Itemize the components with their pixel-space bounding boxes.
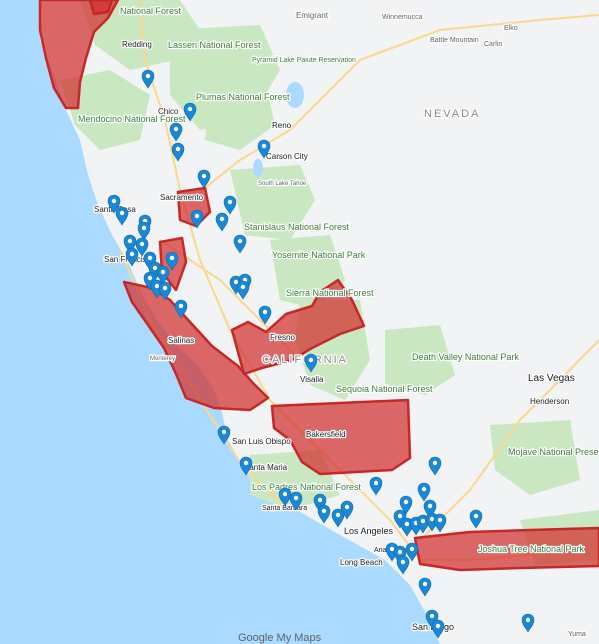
map-pin-icon[interactable]: [215, 212, 229, 232]
map-pin-icon[interactable]: [125, 247, 139, 267]
map-pin-icon[interactable]: [141, 69, 155, 89]
map-pin-icon[interactable]: [115, 206, 129, 226]
park-label-joshua-tree: Joshua Tree National Park: [478, 544, 585, 554]
highlight-region-north-tip: [88, 0, 114, 16]
city-label-santa-barbara: Santa Barbara: [262, 505, 307, 512]
map-pin-icon[interactable]: [469, 509, 483, 529]
city-label-winnemucca: Winnemucca: [382, 14, 423, 21]
map-pin-icon[interactable]: [431, 619, 445, 639]
park-label-national-forest: National Forest: [120, 6, 182, 16]
map-pin-icon[interactable]: [183, 102, 197, 122]
city-label-emigrant: Emigrant: [296, 11, 329, 20]
highlight-region-joshua-tree: [413, 526, 599, 572]
city-label-carson-city: Carson City: [266, 152, 308, 161]
lake-tahoe: [253, 159, 263, 177]
map-pin-icon[interactable]: [405, 542, 419, 562]
map-pin-icon[interactable]: [278, 487, 292, 507]
map-pin-icon[interactable]: [169, 122, 183, 142]
map-pin-icon[interactable]: [393, 509, 407, 529]
map-pin-icon[interactable]: [156, 265, 170, 285]
state-label-nevada: NEVADA: [424, 108, 480, 120]
city-label-reno: Reno: [272, 121, 292, 130]
map-pin-icon[interactable]: [313, 493, 327, 513]
map-pin-icon[interactable]: [165, 251, 179, 271]
city-label-monterey: Monterey: [150, 356, 175, 362]
park-label-stanislaus: Stanislaus National Forest: [244, 222, 350, 232]
marker-layer[interactable]: [107, 69, 535, 639]
map-pin-icon[interactable]: [158, 281, 172, 301]
map-pin-icon[interactable]: [521, 613, 535, 633]
park-label-los-padres: Los Padres National Forest: [252, 482, 362, 492]
city-label-carlin: Carlin: [484, 41, 502, 48]
map-pin-icon[interactable]: [135, 237, 149, 257]
map-pin-icon[interactable]: [239, 456, 253, 476]
park-label-mojave: Mojave National Preserve: [508, 447, 599, 457]
map-pin-icon[interactable]: [174, 299, 188, 319]
map-pin-icon[interactable]: [396, 555, 410, 575]
city-label-elko: Elko: [504, 25, 518, 32]
city-label-redding: Redding: [122, 40, 152, 49]
map-pin-icon[interactable]: [197, 169, 211, 189]
map-pin-icon[interactable]: [418, 577, 432, 597]
city-label-south-lake-tahoe: South Lake Tahoe: [258, 181, 307, 187]
pyramid-lake: [286, 82, 304, 108]
map-pin-icon[interactable]: [223, 195, 237, 215]
park-label-lassen: Lassen National Forest: [168, 40, 261, 50]
map-pin-icon[interactable]: [236, 280, 250, 300]
park-label-pyramid-lake: Pyramid Lake Paiute Reservation: [252, 57, 356, 64]
city-label-visalia: Visalia: [300, 375, 324, 384]
city-label-san-luis-obispo: San Luis Obispo: [232, 437, 291, 446]
map-pin-icon[interactable]: [289, 491, 303, 511]
map-pin-icon[interactable]: [217, 425, 231, 445]
map-pin-icon[interactable]: [428, 456, 442, 476]
city-label-long-beach: Long Beach: [340, 558, 383, 567]
city-label-salinas: Salinas: [168, 336, 194, 345]
highlight-region-sierra-foothills: [230, 278, 366, 376]
park-label-plumas: Plumas National Forest: [196, 92, 290, 102]
park-label-sequoia: Sequoia National Forest: [336, 384, 433, 394]
map-pin-icon[interactable]: [107, 194, 121, 214]
city-label-los-angeles: Los Angeles: [344, 526, 394, 536]
city-label-fresno: Fresno: [270, 333, 295, 342]
city-label-bakersfield: Bakersfield: [306, 430, 346, 439]
city-label-chico: Chico: [158, 107, 179, 116]
map-pin-icon[interactable]: [233, 234, 247, 254]
park-label-mendocino: Mendocino National Forest: [78, 114, 186, 124]
map-pin-icon[interactable]: [423, 499, 437, 519]
map-pin-icon[interactable]: [171, 142, 185, 162]
park-labels: National Forest Lassen National Forest M…: [77, 5, 599, 556]
map-pin-icon[interactable]: [190, 209, 204, 229]
park-label-sierra: Sierra National Forest: [286, 288, 374, 298]
city-label-yuma: Yuma: [568, 631, 586, 638]
map-pin-icon[interactable]: [433, 513, 447, 533]
map-pin-icon[interactable]: [317, 504, 331, 524]
map-attribution: Google My Maps: [238, 632, 322, 644]
park-label-death-valley: Death Valley National Park: [412, 352, 519, 362]
city-label-las-vegas: Las Vegas: [528, 373, 575, 384]
map-pin-icon[interactable]: [257, 139, 271, 159]
map-pin-icon[interactable]: [331, 508, 345, 528]
city-label-santa-maria: Santa Maria: [244, 463, 288, 472]
map-pin-icon[interactable]: [399, 495, 413, 515]
park-label-yosemite: Yosemite National Park: [272, 250, 366, 260]
highlight-region-bakersfield: [270, 398, 412, 476]
forest-areas: [60, 0, 599, 565]
state-label-california: CALIFORNIA: [262, 354, 348, 366]
city-label-sacramento: Sacramento: [160, 193, 204, 202]
city-label-battle-mountain: Battle Mountain: [430, 37, 479, 44]
highlight-region-north-coast: [38, 0, 120, 110]
city-label-henderson: Henderson: [530, 397, 569, 406]
map-pin-icon[interactable]: [417, 482, 431, 502]
map-pin-icon[interactable]: [123, 234, 137, 254]
map-pin-icon[interactable]: [137, 221, 151, 241]
map-pin-icon[interactable]: [369, 476, 383, 496]
map-pin-icon[interactable]: [304, 353, 318, 373]
map-pin-icon[interactable]: [258, 305, 272, 325]
